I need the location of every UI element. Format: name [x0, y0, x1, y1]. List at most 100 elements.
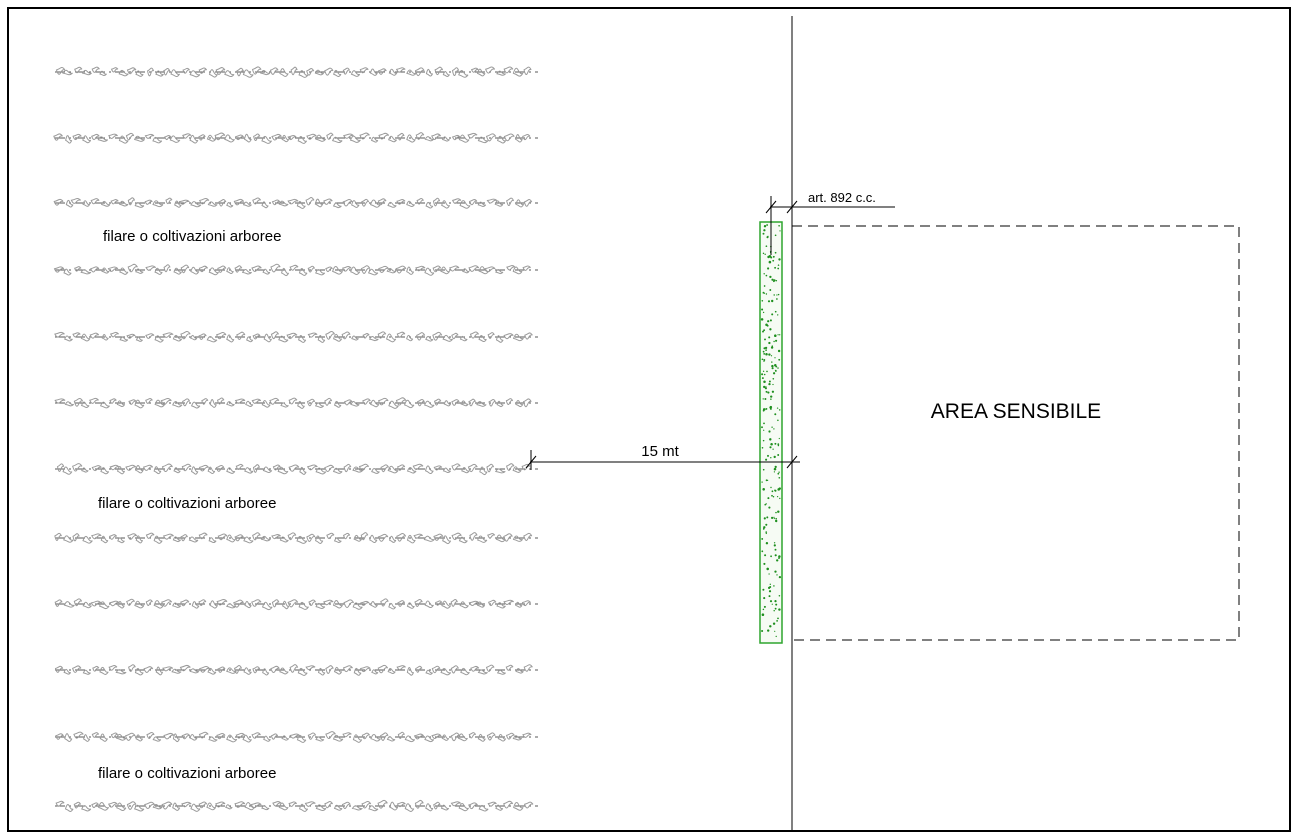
foliage-leaf — [89, 332, 100, 339]
foliage-leaf — [73, 731, 84, 739]
hedge-dot — [775, 339, 778, 342]
foliage-leaf — [290, 66, 298, 76]
foliage-leaf — [458, 536, 468, 544]
foliage-leaf — [377, 198, 387, 206]
foliage-leaf — [495, 269, 504, 275]
foliage-leaf — [145, 333, 155, 339]
foliage-leaf — [233, 599, 244, 608]
hedge-dot — [765, 390, 768, 393]
foliage-leaf — [359, 666, 371, 673]
foliage-leaf — [125, 132, 135, 141]
foliage-leaf — [281, 735, 290, 741]
foliage-leaf — [334, 400, 342, 408]
foliage-leaf — [451, 134, 461, 141]
foliage-leaf — [242, 69, 254, 78]
foliage-leaf — [435, 600, 443, 606]
foliage-leaf — [432, 265, 442, 273]
hedge-dot — [778, 471, 780, 473]
hedge-dot — [777, 444, 780, 447]
foliage-leaf — [172, 401, 183, 408]
foliage-leaf — [91, 66, 100, 73]
foliage-leaf — [377, 799, 388, 809]
hedge-dot — [778, 437, 780, 440]
sensitive-area-box — [791, 225, 1240, 641]
foliage-leaf — [154, 335, 164, 343]
foliage-leaf — [235, 732, 246, 739]
foliage-leaf — [315, 804, 327, 812]
foliage-leaf — [479, 466, 488, 476]
foliage-leaf — [477, 535, 488, 543]
foliage-leaf — [252, 464, 261, 473]
foliage-leaf — [190, 466, 199, 475]
foliage-leaf — [377, 68, 387, 75]
foliage-leaf — [161, 801, 173, 810]
foliage-leaf — [396, 533, 407, 542]
hedge-dot — [778, 575, 782, 579]
hedge-dot — [761, 377, 764, 380]
foliage-leaf — [443, 400, 452, 407]
foliage-leaf — [64, 401, 75, 407]
foliage-leaf — [431, 733, 442, 740]
foliage-leaf — [65, 199, 74, 208]
foliage-leaf — [415, 132, 425, 140]
row-label-bottom: filare o coltivazioni arboree — [98, 765, 276, 782]
hedge-dot — [776, 495, 779, 498]
foliage-leaf — [226, 267, 234, 274]
foliage-leaf — [397, 600, 406, 607]
hedge-dot — [761, 308, 764, 311]
hedge-dot — [778, 224, 780, 227]
foliage-leaf — [486, 463, 495, 473]
hedge-dot — [773, 609, 775, 612]
foliage-leaf — [56, 463, 65, 472]
hedge-dot — [768, 506, 771, 509]
row-label-middle: filare o coltivazioni arboree — [98, 495, 276, 512]
foliage-leaf — [198, 197, 210, 205]
foliage-leaf — [397, 464, 406, 471]
hedge-dot — [763, 225, 767, 228]
foliage-leaf — [90, 198, 100, 205]
foliage-leaf — [164, 135, 172, 141]
foliage-leaf — [135, 336, 143, 342]
foliage-leaf — [54, 665, 64, 673]
foliage-leaf — [118, 135, 129, 144]
foliage-leaf — [332, 734, 344, 742]
hedge-dot — [774, 334, 777, 337]
foliage-leaf — [395, 67, 406, 73]
foliage-leaf — [403, 399, 415, 409]
hedge-dot — [761, 299, 764, 302]
foliage-leaf — [73, 801, 82, 809]
hedge-dot — [770, 442, 773, 446]
foliage-leaf — [467, 132, 478, 139]
hedge-dot — [764, 398, 767, 400]
foliage-leaf — [100, 535, 109, 544]
foliage-leaf — [91, 802, 99, 809]
foliage-leaf — [323, 599, 334, 606]
tree-row — [55, 66, 538, 78]
foliage-leaf — [289, 264, 299, 271]
foliage-leaf — [252, 333, 261, 340]
foliage-leaf — [209, 399, 217, 408]
hedge-dot — [765, 274, 768, 277]
hedge-dot — [768, 430, 771, 433]
foliage-leaf — [182, 67, 190, 74]
foliage-leaf — [359, 67, 369, 74]
foliage-leaf — [242, 734, 252, 743]
foliage-leaf — [134, 668, 144, 676]
foliage-leaf — [189, 134, 199, 144]
hedge-dot — [778, 358, 781, 361]
foliage-leaf — [134, 399, 145, 409]
foliage-leaf — [287, 599, 299, 608]
foliage-leaf — [359, 132, 370, 140]
hedge-dot — [767, 454, 769, 457]
foliage-leaf — [160, 397, 172, 405]
hedge-dot — [776, 620, 778, 622]
foliage-leaf — [404, 803, 415, 812]
foliage-leaf — [64, 803, 74, 812]
hedge-dot — [768, 336, 771, 339]
hedge-dot — [771, 278, 774, 281]
hedge-dot — [769, 446, 772, 449]
foliage-leaf — [521, 463, 531, 471]
foliage-leaf — [263, 333, 272, 343]
hedge-dot — [761, 426, 763, 429]
foliage-leaf — [152, 803, 163, 810]
